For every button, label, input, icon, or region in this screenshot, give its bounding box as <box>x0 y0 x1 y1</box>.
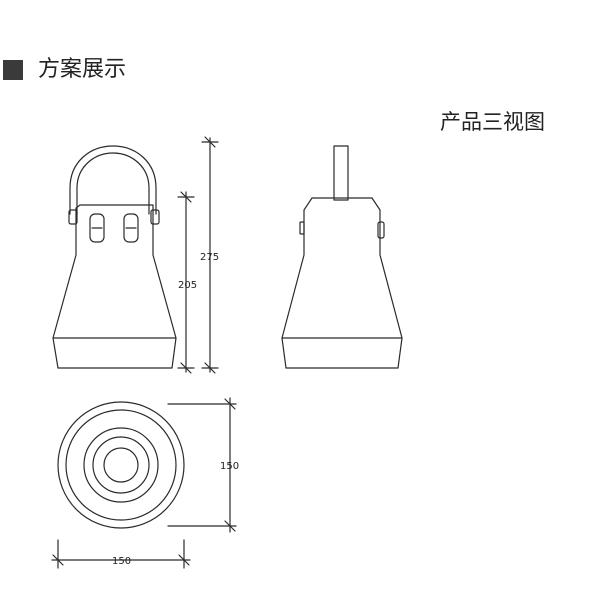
side-handle-post <box>333 145 349 201</box>
top-outer-ring <box>57 401 185 529</box>
top-view <box>57 401 185 529</box>
top-dimensions <box>51 397 237 569</box>
front-view <box>52 145 177 369</box>
side-knob <box>377 221 385 239</box>
front-slot-right <box>123 213 139 243</box>
three-view-title: 产品三视图 <box>440 110 545 134</box>
front-knob-right <box>150 209 160 225</box>
top-ring-2 <box>65 409 177 521</box>
dim-label-205: 205 <box>178 280 197 291</box>
height-dimensions <box>177 136 219 374</box>
top-ring-3 <box>83 427 159 503</box>
side-knob-left <box>299 221 305 235</box>
dim-label-150-horizontal: 150 <box>112 556 131 567</box>
dim-label-150-vertical: 150 <box>220 461 239 472</box>
front-handle <box>69 145 157 215</box>
front-slot-left <box>89 213 105 243</box>
front-body <box>52 204 177 369</box>
side-view <box>281 145 403 369</box>
top-ring-4 <box>92 436 150 494</box>
dim-label-275: 275 <box>200 252 219 263</box>
section-marker <box>3 60 23 80</box>
front-handle-inner <box>76 152 150 215</box>
top-center <box>103 447 139 483</box>
front-knob-left <box>68 209 78 225</box>
section-title: 方案展示 <box>38 57 127 82</box>
